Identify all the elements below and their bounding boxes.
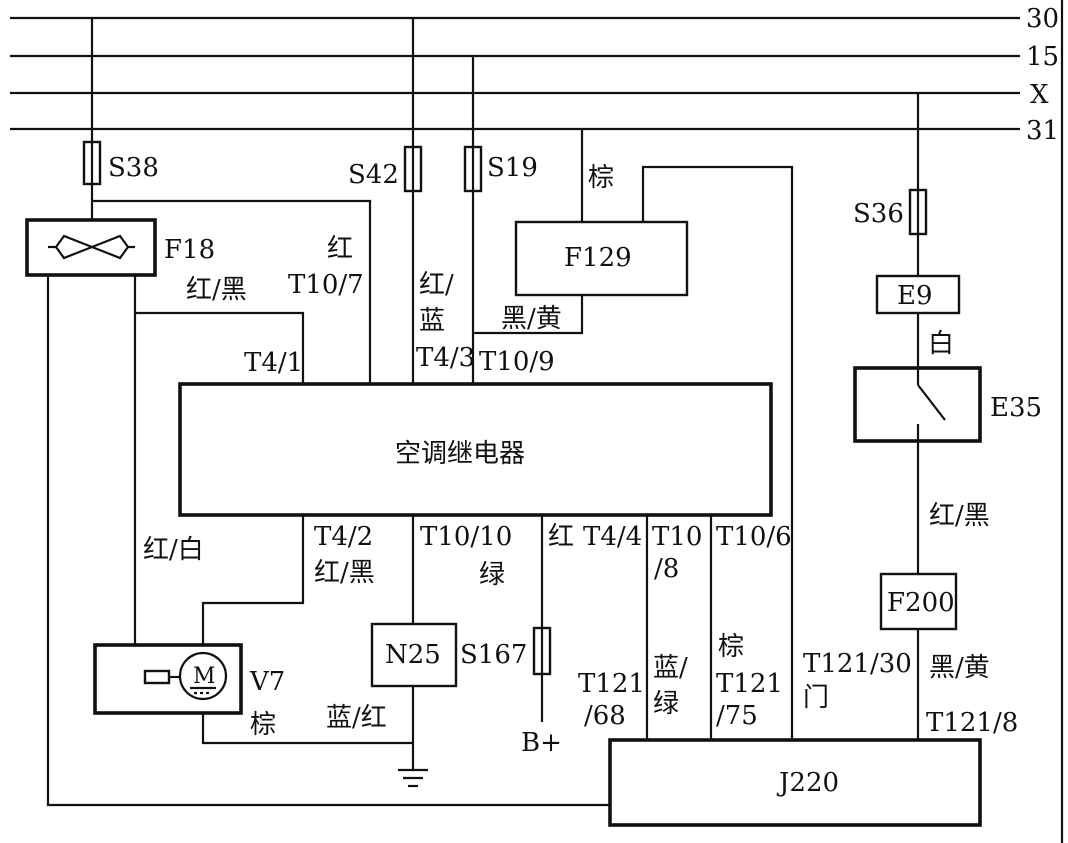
rail-15-label: 15 bbox=[1026, 42, 1059, 72]
wire-f18-j220 bbox=[46, 275, 610, 807]
wire-red-white bbox=[133, 313, 145, 679]
wire-t10-7 bbox=[92, 199, 372, 384]
term-t121-8: T121/8 bbox=[926, 708, 1018, 738]
wire-t4-2-v7 bbox=[201, 515, 305, 652]
s19-label: S19 bbox=[487, 153, 538, 183]
motor-symbol-label: M bbox=[193, 664, 216, 689]
term-t10-9: T10/9 bbox=[479, 347, 555, 377]
relay-box bbox=[178, 382, 773, 517]
wire-red-black-e35: 红/黑 bbox=[929, 501, 990, 531]
f18-symbol-bottom bbox=[55, 245, 129, 260]
e9-label: E9 bbox=[897, 281, 933, 311]
rail-x-label: X bbox=[1030, 80, 1049, 110]
s42-label: S42 bbox=[348, 160, 399, 190]
wire-blue-red: 蓝/红 bbox=[326, 703, 387, 733]
f129-label: F129 bbox=[564, 243, 632, 273]
term-t10-8-b: /8 bbox=[654, 554, 679, 584]
term-t121-68-a: T121 bbox=[578, 669, 645, 699]
term-t121-75-a: T121 bbox=[716, 669, 783, 699]
s36-label: S36 bbox=[853, 199, 904, 229]
n25-label: N25 bbox=[385, 640, 441, 670]
e35-switch-blade bbox=[917, 384, 946, 421]
wire-black-yellow-f200: 黑/黄 bbox=[929, 653, 990, 683]
term-t4-1: T4/1 bbox=[244, 348, 303, 378]
wire-green: 绿 bbox=[479, 560, 505, 590]
wire-blue-green-a: 蓝/ bbox=[653, 653, 688, 683]
wire-red-t44: 红 bbox=[548, 522, 574, 552]
j220-box bbox=[608, 738, 982, 827]
wire-red-slash: 红/ bbox=[419, 270, 454, 300]
wire-f129-t10-9 bbox=[473, 295, 584, 335]
term-t4-3: T4/3 bbox=[416, 343, 475, 373]
f129-box bbox=[514, 220, 689, 297]
wires bbox=[46, 18, 920, 807]
j220-label: J220 bbox=[776, 768, 839, 798]
v7-motor-shaft bbox=[143, 669, 171, 685]
f18-label: F18 bbox=[164, 235, 215, 265]
v7-label: V7 bbox=[249, 667, 285, 697]
wire-black-yellow-f129: 黑/黄 bbox=[501, 304, 562, 334]
term-t10-10: T10/10 bbox=[420, 522, 512, 552]
term-t10-7: T10/7 bbox=[288, 270, 364, 300]
wire-white-e35: 白 bbox=[928, 329, 954, 359]
e35-label: E35 bbox=[990, 393, 1042, 423]
term-t10-8-a: T10 bbox=[652, 522, 702, 552]
bplus-label: B+ bbox=[521, 728, 562, 758]
wire-door: 门 bbox=[803, 683, 829, 713]
term-t4-2: T4/2 bbox=[314, 522, 373, 552]
rail-31-label: 31 bbox=[1026, 116, 1059, 146]
wire-blue: 蓝 bbox=[419, 306, 445, 336]
wire-brown-t121-75: 棕 bbox=[718, 632, 744, 662]
wire-red-black-t42: 红/黑 bbox=[314, 558, 375, 588]
wire-f129-j220 bbox=[641, 165, 794, 740]
wire-red-white: 红/白 bbox=[143, 535, 204, 565]
wire-brown-v7: 棕 bbox=[250, 710, 276, 740]
wire-brown-f129: 棕 bbox=[588, 163, 614, 193]
wire-blue-green-b: 绿 bbox=[653, 689, 679, 719]
term-t121-75-b: /75 bbox=[716, 701, 758, 731]
e9-box bbox=[875, 274, 961, 315]
s167-label: S167 bbox=[460, 640, 527, 670]
power-rails bbox=[10, 16, 1020, 131]
s38-label: S38 bbox=[108, 153, 159, 183]
f200-box bbox=[879, 572, 958, 631]
term-t121-30: T121/30 bbox=[803, 649, 912, 679]
term-t121-68-b: /68 bbox=[584, 701, 626, 731]
ground-icon bbox=[398, 768, 428, 788]
rail-30-label: 30 bbox=[1026, 4, 1059, 34]
term-t10-6: T10/6 bbox=[716, 522, 792, 552]
wire-t4-1 bbox=[133, 275, 305, 384]
n25-box bbox=[370, 622, 458, 688]
term-t4-4: T4/4 bbox=[583, 522, 642, 552]
relay-label: 空调继电器 bbox=[395, 439, 525, 469]
f200-label: F200 bbox=[887, 588, 955, 618]
wire-red-black-f18: 红/黑 bbox=[186, 275, 247, 305]
wire-red-top: 红 bbox=[327, 234, 353, 264]
